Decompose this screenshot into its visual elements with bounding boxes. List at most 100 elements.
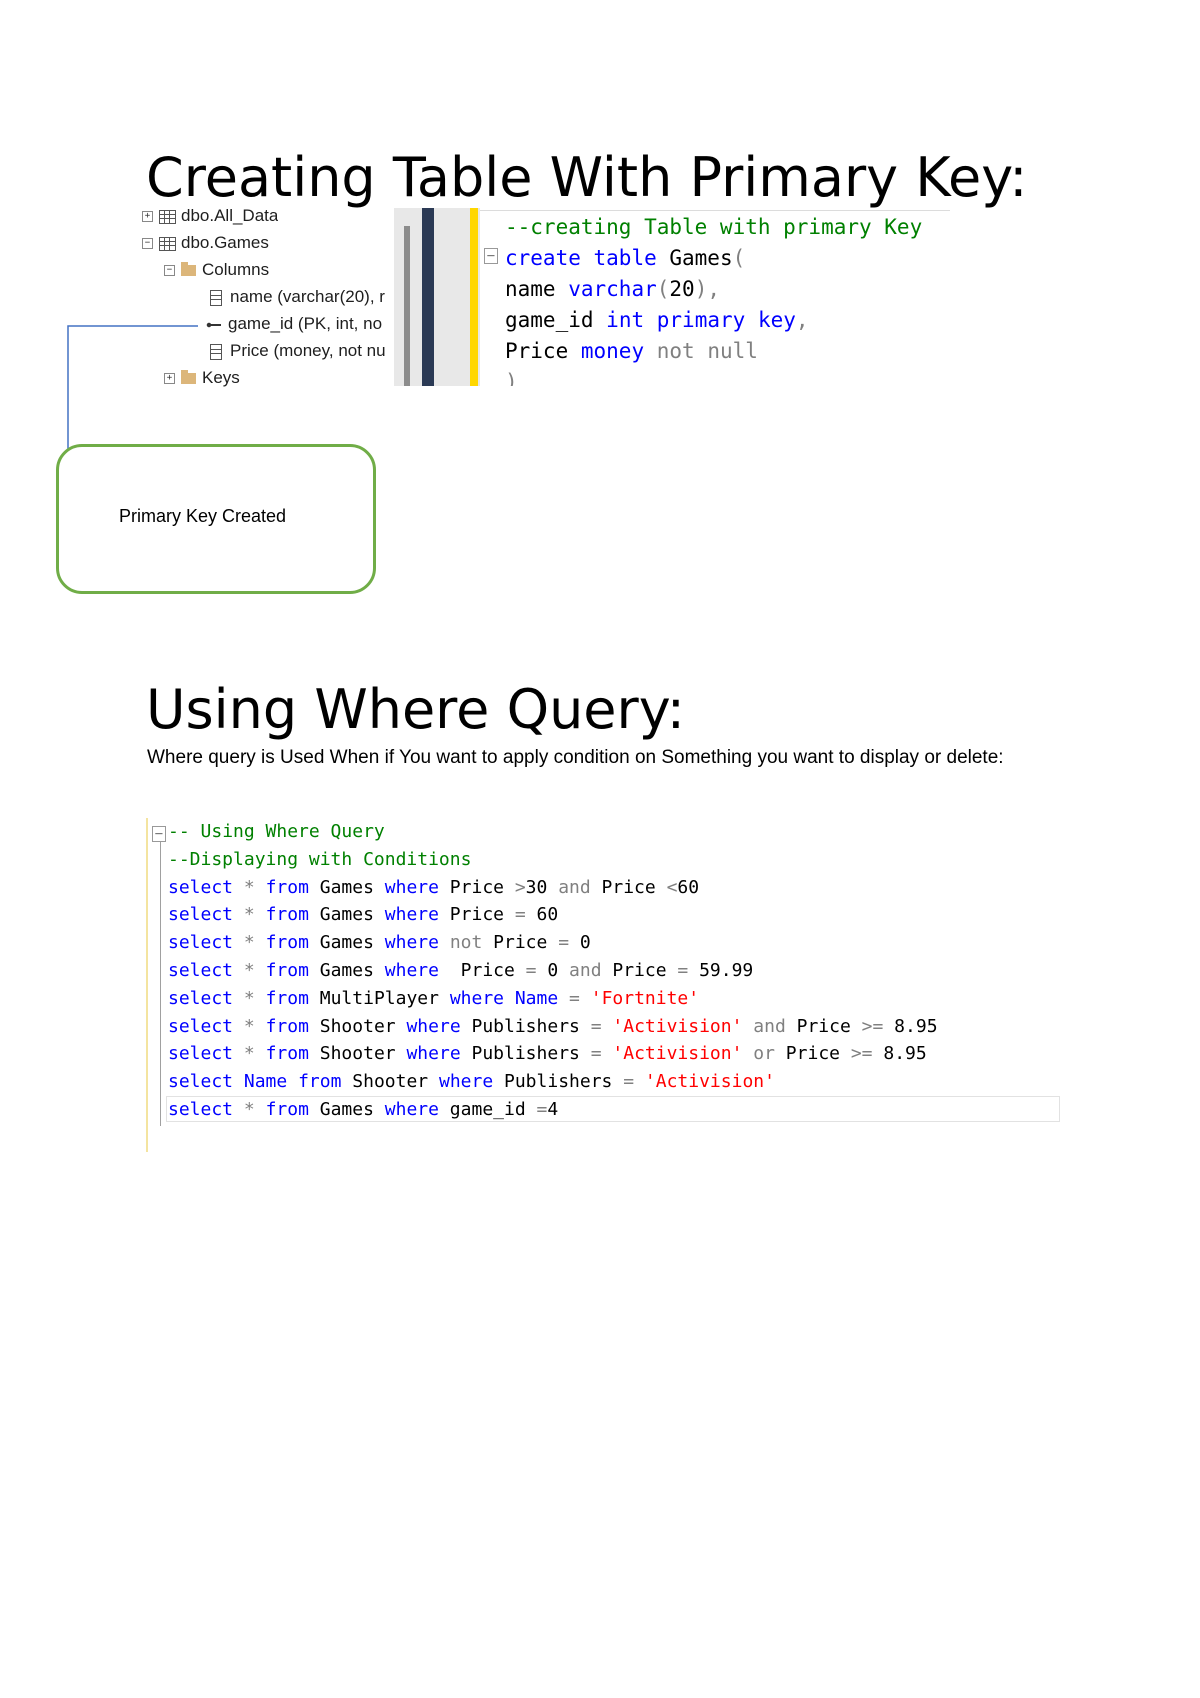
code-token: ), [694, 277, 720, 301]
expand-icon[interactable]: + [164, 373, 175, 385]
code-token: Games [308, 876, 385, 898]
code-token: where [384, 1098, 439, 1120]
code-line[interactable]: --Displaying with Conditions [168, 846, 1068, 874]
code-token: 'Activision' [612, 1043, 743, 1065]
code-token [233, 1043, 244, 1064]
editor-margin-bar [422, 208, 434, 386]
code-token [233, 877, 244, 898]
code-token: null [707, 339, 758, 363]
code-token [255, 1099, 266, 1120]
code-token: Price [590, 876, 667, 898]
code-token: * [243, 876, 255, 898]
code-token [742, 1043, 753, 1064]
code-line[interactable]: select * from Shooter where Publishers =… [168, 1040, 1068, 1068]
code-token: = [677, 959, 689, 981]
code-line[interactable]: create table Games( [505, 243, 965, 274]
code-token: from [265, 876, 309, 898]
code-token: from [265, 1098, 309, 1120]
code-token [634, 1071, 645, 1092]
code-token: Price [601, 959, 678, 981]
code-token: select [168, 932, 234, 954]
editor-scrollbar[interactable] [404, 226, 410, 386]
tree-item-name-column[interactable]: name (varchar(20), r [210, 285, 385, 309]
code-token: Price [438, 959, 526, 981]
code-token: where [449, 987, 504, 1009]
collapse-icon[interactable]: − [142, 238, 153, 250]
code-token [255, 877, 266, 898]
code-token: from [265, 932, 309, 954]
tree-item-games[interactable]: −dbo.Games [142, 231, 269, 255]
code-token: --creating Table with primary Key [505, 215, 923, 239]
code-line[interactable]: select * from Games where not Price = 0 [168, 929, 1068, 957]
code-token: Games [308, 932, 385, 954]
code-editor-create-table[interactable]: --creating Table with primary Key create … [505, 212, 965, 386]
code-line[interactable]: --creating Table with primary Key [505, 212, 965, 243]
code-line[interactable]: select * from Games where game_id =4 [168, 1096, 1068, 1124]
code-line[interactable]: select * from Games where Price = 0 and … [168, 957, 1068, 985]
expand-icon[interactable]: + [142, 211, 153, 223]
callout-text: Primary Key Created [119, 506, 287, 526]
fold-marker[interactable]: − [484, 248, 498, 264]
code-token: name [505, 277, 556, 301]
tree-item-game-id-column[interactable]: game_id (PK, int, no [206, 312, 382, 336]
code-token: Using Where Query [200, 821, 385, 842]
section1-heading: Creating Table With Primary Key: [146, 146, 1028, 209]
code-token: table [593, 246, 657, 270]
code-line[interactable]: -- Using Where Query [168, 818, 1068, 846]
code-token: where [406, 1015, 461, 1037]
code-token: 'Activision' [644, 1071, 775, 1093]
code-token [287, 1071, 298, 1092]
code-token: 'Fortnite' [590, 987, 700, 1009]
code-token: and [569, 959, 602, 981]
code-token: select [168, 1043, 234, 1065]
code-token: Publishers [460, 1015, 591, 1037]
code-token: Games [656, 246, 733, 270]
code-token: Shooter [341, 1071, 439, 1093]
code-token: Publishers [493, 1071, 624, 1093]
code-token: not [656, 339, 695, 363]
code-token: select [168, 1098, 234, 1120]
code-line[interactable]: game_id int primary key, [505, 305, 965, 336]
code-token: MultiPlayer [308, 987, 450, 1009]
code-token: ) [505, 370, 518, 386]
code-editor-where-query[interactable]: -- Using Where Query--Displaying with Co… [168, 818, 1068, 1124]
code-token [504, 988, 515, 1009]
code-token [602, 1043, 613, 1064]
code-token: game_id [505, 308, 594, 332]
code-line[interactable]: select * from Games where Price >30 and … [168, 874, 1068, 902]
code-token [233, 932, 244, 953]
tree-item-label: Price (money, not nu [230, 341, 386, 360]
code-token: from [265, 959, 309, 981]
code-token: >= [850, 1043, 873, 1065]
code-token: ( [656, 277, 670, 301]
folder-icon [181, 370, 196, 385]
code-line[interactable]: ) [505, 367, 965, 386]
code-line[interactable]: name varchar(20), [505, 274, 965, 305]
code-token: * [243, 987, 255, 1009]
fold-marker[interactable]: − [152, 826, 166, 842]
tree-item-keys[interactable]: +Keys [164, 366, 240, 390]
code-token: from [265, 1015, 309, 1037]
code-token: * [243, 1043, 255, 1065]
code-line[interactable]: select Name from Shooter where Publisher… [168, 1068, 1068, 1096]
table-icon [159, 209, 176, 224]
collapse-icon[interactable]: − [164, 265, 175, 277]
tree-item-all-data[interactable]: +dbo.All_Data [142, 204, 278, 228]
code-token: 60 [525, 904, 559, 926]
code-token [255, 988, 266, 1009]
code-token: int [606, 308, 645, 332]
section2-description: Where query is Used When if You want to … [147, 747, 1004, 768]
code-line[interactable]: Price money not null [505, 336, 965, 367]
code-line[interactable]: select * from MultiPlayer where Name = '… [168, 985, 1068, 1013]
code-line[interactable]: select * from Games where Price = 60 [168, 901, 1068, 929]
code-token: select [168, 959, 234, 981]
code-token: Price [505, 339, 569, 363]
tree-item-label: Columns [202, 260, 270, 279]
code-line[interactable]: select * from Shooter where Publishers =… [168, 1013, 1068, 1041]
code-token: = [536, 1098, 548, 1120]
tree-item-columns[interactable]: − Columns [164, 258, 269, 282]
code-token [233, 1016, 244, 1037]
folder-icon [181, 262, 196, 277]
code-token: where [406, 1043, 461, 1065]
tree-item-price-column[interactable]: Price (money, not nu [210, 339, 386, 363]
